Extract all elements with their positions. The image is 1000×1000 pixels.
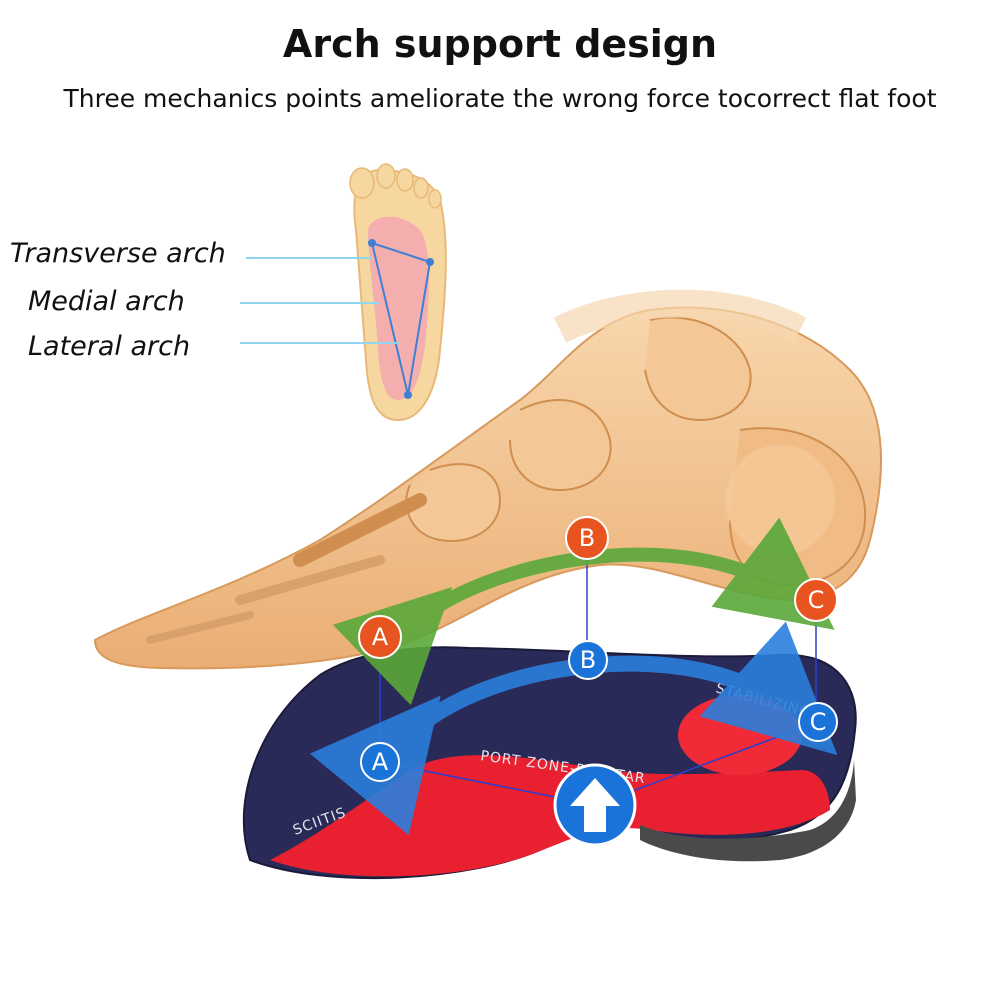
point-b-blue-label: B	[580, 646, 596, 674]
point-a-orange: A	[358, 615, 402, 659]
point-c-blue: C	[798, 702, 838, 742]
arch-leader-lines	[240, 257, 400, 344]
point-a-orange-label: A	[372, 623, 389, 651]
foot-skeleton-illustration	[93, 289, 883, 670]
point-a-blue: A	[360, 742, 400, 782]
point-b-orange: B	[565, 516, 609, 560]
up-arrow-icon	[553, 763, 637, 847]
label-lateral-arch: Lateral arch	[28, 331, 191, 362]
page-subtitle: Three mechanics points ameliorate the wr…	[63, 84, 937, 113]
point-c-orange-label: C	[808, 586, 825, 614]
foot-sole-illustration	[349, 163, 447, 422]
insole-illustration: STABILIZING PORT ZONE-PLANTAR SCIITIS	[242, 646, 857, 880]
point-b-orange-label: B	[579, 524, 595, 552]
label-medial-arch: Medial arch	[28, 286, 185, 317]
point-b-blue: B	[568, 640, 608, 680]
label-transverse-arch: Transverse arch	[10, 238, 226, 269]
point-c-blue-label: C	[810, 708, 827, 736]
page-title: Arch support design	[282, 22, 718, 66]
point-c-orange: C	[794, 578, 838, 622]
point-a-blue-label: A	[372, 748, 389, 776]
